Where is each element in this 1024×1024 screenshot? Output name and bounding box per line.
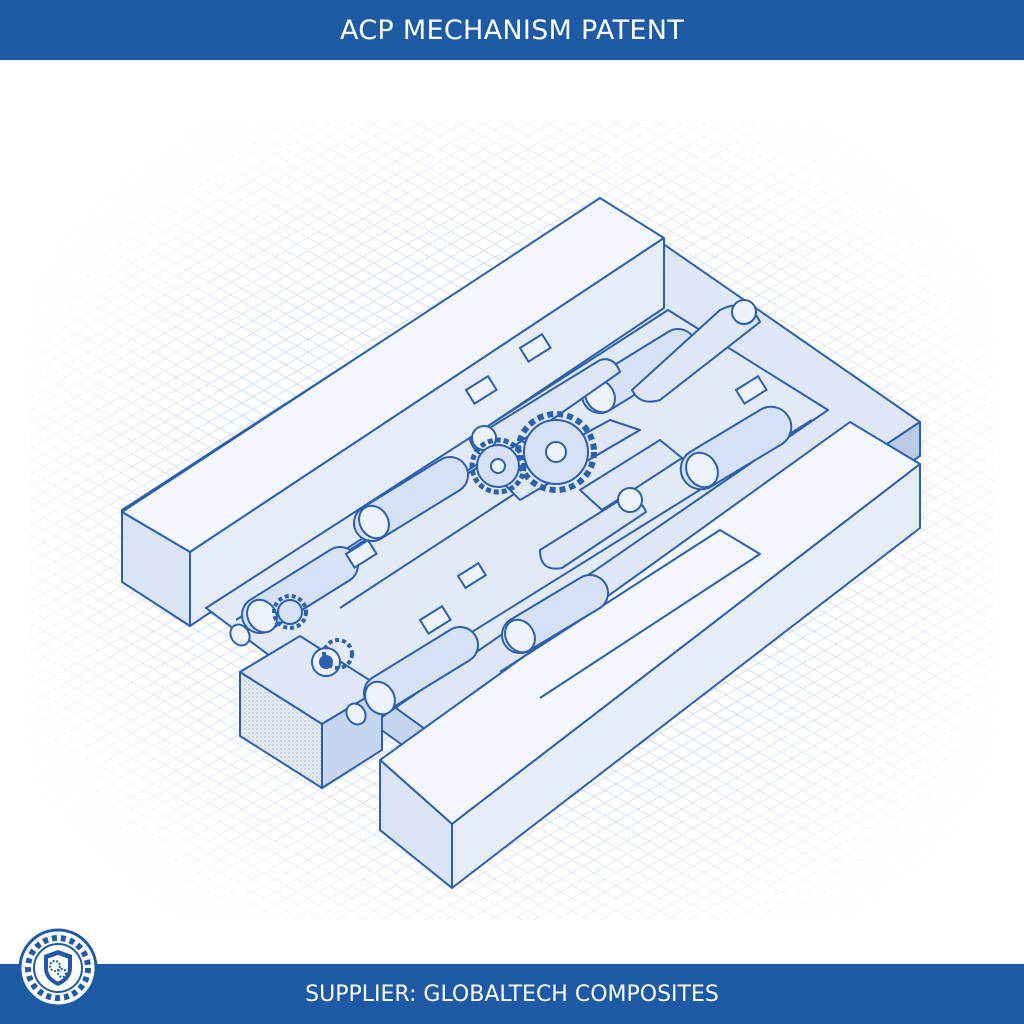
mechanism-drawing xyxy=(0,60,1024,964)
cylinder-1 xyxy=(229,545,359,647)
left-rail xyxy=(121,197,665,627)
right-rail xyxy=(379,421,921,889)
gears xyxy=(272,411,597,670)
cylinder-6 xyxy=(501,573,609,655)
gear-large xyxy=(515,411,597,493)
cylinder-5 xyxy=(345,625,479,726)
brackets xyxy=(344,332,768,635)
shield-gear-icon xyxy=(18,928,98,1008)
gear-small xyxy=(272,594,308,630)
footer-bar: SUPPLIER: GLOBALTECH COMPOSITES xyxy=(0,964,1024,1024)
company-badge xyxy=(18,928,98,1008)
linkage-arms xyxy=(311,299,761,677)
page-title: ACP MECHANISM PATENT xyxy=(339,14,685,46)
cylinder-2 xyxy=(353,455,469,543)
gear-medium xyxy=(469,437,527,495)
gear-bottom xyxy=(322,638,354,670)
cylinders xyxy=(229,327,793,726)
cylinder-4 xyxy=(679,405,793,491)
supplier-label: SUPPLIER: GLOBALTECH COMPOSITES xyxy=(305,981,719,1007)
header-bar: ACP MECHANISM PATENT xyxy=(0,0,1024,60)
